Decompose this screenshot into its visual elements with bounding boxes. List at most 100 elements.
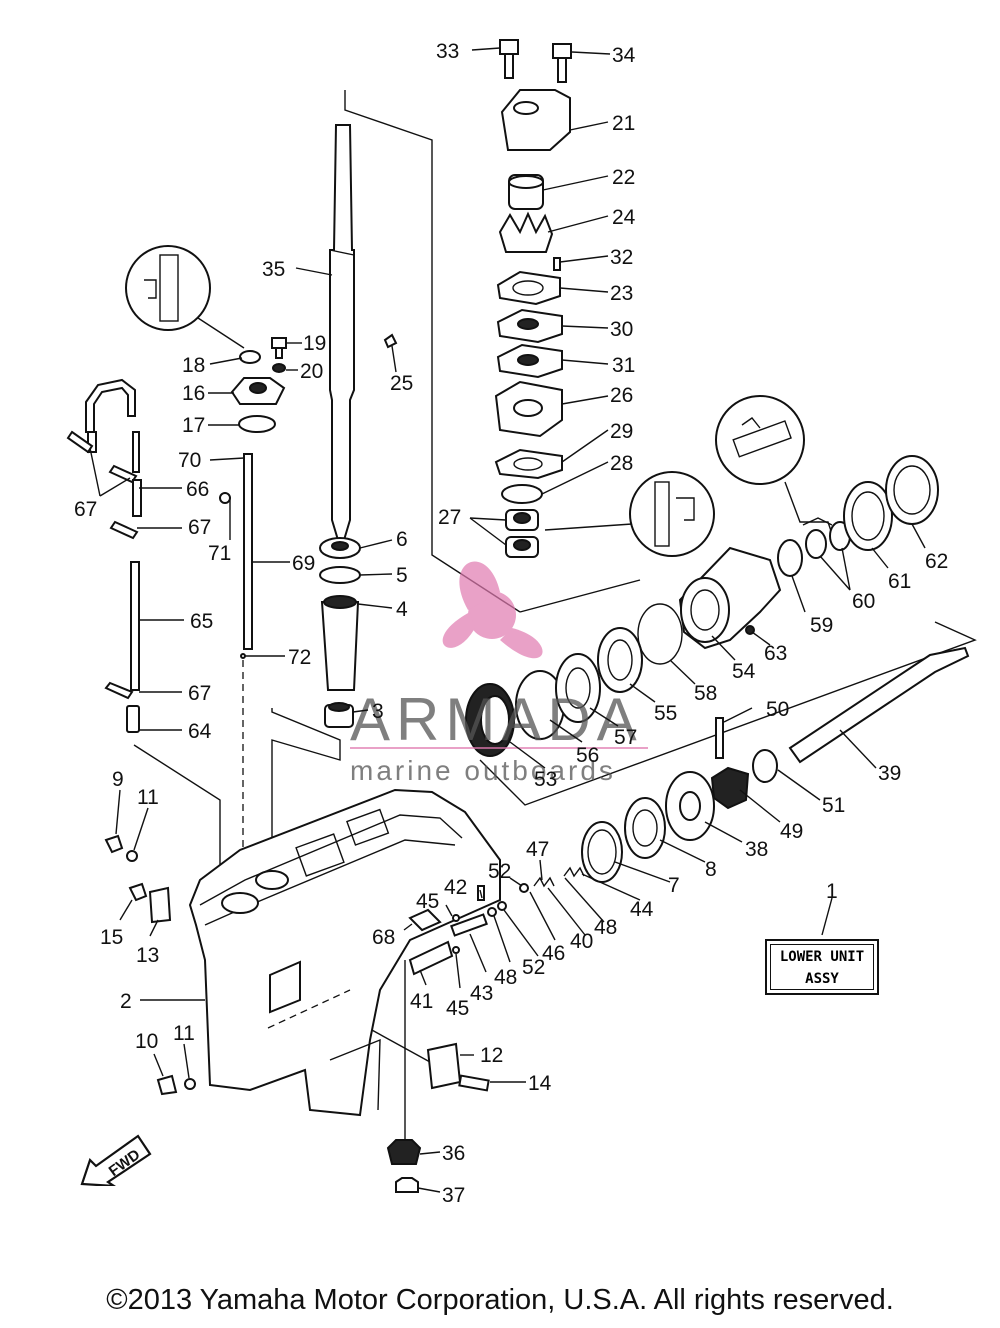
case-fasteners xyxy=(104,834,490,1193)
grommet-66 xyxy=(132,479,142,517)
label-24: 24 xyxy=(612,206,636,229)
label-19: 19 xyxy=(303,332,326,355)
copyright-footer: ©2013 Yamaha Motor Corporation, U.S.A. A… xyxy=(106,1284,894,1316)
watermark-tagline: marine outboards xyxy=(350,755,616,786)
label-64: 64 xyxy=(188,720,212,743)
label-67a: 67 xyxy=(74,498,97,521)
detail-bubble-bearing xyxy=(715,395,833,535)
fwd-arrow-icon: FWD xyxy=(80,1134,152,1186)
propeller-logo xyxy=(442,561,543,659)
shift-cam-41 xyxy=(408,940,454,976)
label-65: 65 xyxy=(190,610,213,633)
label-71: 71 xyxy=(208,542,231,565)
water-tube-65 xyxy=(130,561,140,691)
label-45b: 45 xyxy=(446,997,469,1020)
label-2: 2 xyxy=(120,990,132,1013)
label-20: 20 xyxy=(300,360,323,383)
impeller xyxy=(498,211,554,253)
label-45a: 45 xyxy=(416,890,439,913)
prop-shaft-39 xyxy=(788,646,970,764)
seal-18 xyxy=(239,350,261,364)
shim-5 xyxy=(319,566,361,584)
label-49: 49 xyxy=(780,820,803,843)
gasket-11b xyxy=(184,1078,196,1090)
label-48b: 48 xyxy=(594,916,617,939)
spring-47 xyxy=(533,876,555,888)
label-56: 56 xyxy=(576,744,599,767)
label-16: 16 xyxy=(182,382,205,405)
label-33: 33 xyxy=(436,40,459,63)
bolt-14 xyxy=(458,1074,490,1092)
forward-gear-53 xyxy=(465,683,515,757)
label-28: 28 xyxy=(610,452,633,475)
label-11a: 11 xyxy=(137,786,159,809)
label-44: 44 xyxy=(630,898,654,921)
label-6: 6 xyxy=(396,528,408,551)
label-57: 57 xyxy=(614,726,637,749)
label-22: 22 xyxy=(612,166,635,189)
pinion-36 xyxy=(386,1139,422,1165)
label-72: 72 xyxy=(288,646,311,669)
label-5: 5 xyxy=(396,564,408,587)
label-47: 47 xyxy=(526,838,549,861)
detail-bubble-seal-orientation xyxy=(544,471,715,557)
label-35: 35 xyxy=(262,258,285,281)
label-32: 32 xyxy=(610,246,633,269)
spring-51 xyxy=(752,749,778,783)
gasket-29 xyxy=(494,448,563,480)
label-15: 15 xyxy=(100,926,123,949)
label-60: 60 xyxy=(852,590,875,613)
nut-37 xyxy=(395,1177,419,1193)
label-61: 61 xyxy=(888,570,911,593)
label-7: 7 xyxy=(668,874,680,897)
label-36: 36 xyxy=(442,1142,465,1165)
spring-44 xyxy=(563,866,585,878)
leader-lines xyxy=(89,47,926,1193)
drive-shaft-assembly xyxy=(319,124,398,728)
label-52a: 52 xyxy=(488,860,511,883)
label-62: 62 xyxy=(925,550,948,573)
drive-shaft xyxy=(329,124,355,541)
bearing-55 xyxy=(597,627,643,693)
assy-line-1: LOWER UNIT xyxy=(779,949,865,965)
label-17: 17 xyxy=(182,414,205,437)
lower-unit-assy-box: LOWER UNIT ASSY xyxy=(765,939,879,995)
label-12: 12 xyxy=(480,1044,503,1067)
label-13: 13 xyxy=(136,944,159,967)
sleeve-4 xyxy=(320,601,360,691)
label-9: 9 xyxy=(112,768,124,791)
o-ring-58 xyxy=(637,603,683,665)
washer-20 xyxy=(272,363,286,373)
gasket-11a xyxy=(126,850,138,862)
label-27: 27 xyxy=(438,506,461,529)
anode-12 xyxy=(426,1042,462,1090)
label-54: 54 xyxy=(732,660,756,683)
water-tube xyxy=(85,378,136,433)
seal-60a xyxy=(805,529,827,559)
label-41: 41 xyxy=(410,990,433,1013)
plunger-43 xyxy=(450,913,488,937)
label-34: 34 xyxy=(612,44,636,67)
detail-bubble-water-tube xyxy=(125,245,245,349)
plug-9 xyxy=(104,834,124,854)
label-25: 25 xyxy=(390,372,413,395)
label-55: 55 xyxy=(654,702,677,725)
propeller-shaft-assembly xyxy=(465,455,970,883)
bolt-19 xyxy=(271,337,287,349)
shift-rod-69 xyxy=(243,453,253,650)
watermark-brand: ARMADA xyxy=(350,686,643,753)
clutch-49 xyxy=(710,766,750,810)
bolt-34 xyxy=(552,43,572,83)
gasket-23 xyxy=(496,270,561,306)
shift-rod-assembly xyxy=(66,337,287,733)
label-59: 59 xyxy=(810,614,833,637)
assy-line-2: ASSY xyxy=(805,971,839,987)
bolt-15 xyxy=(128,882,148,902)
label-4: 4 xyxy=(396,598,408,621)
label-70: 70 xyxy=(178,449,201,472)
label-23: 23 xyxy=(610,282,633,305)
label-46: 46 xyxy=(542,942,565,965)
label-40: 40 xyxy=(570,930,593,953)
part-labels: 1 2 3 4 5 6 7 8 9 10 11 11 12 13 14 15 1… xyxy=(74,40,948,1207)
